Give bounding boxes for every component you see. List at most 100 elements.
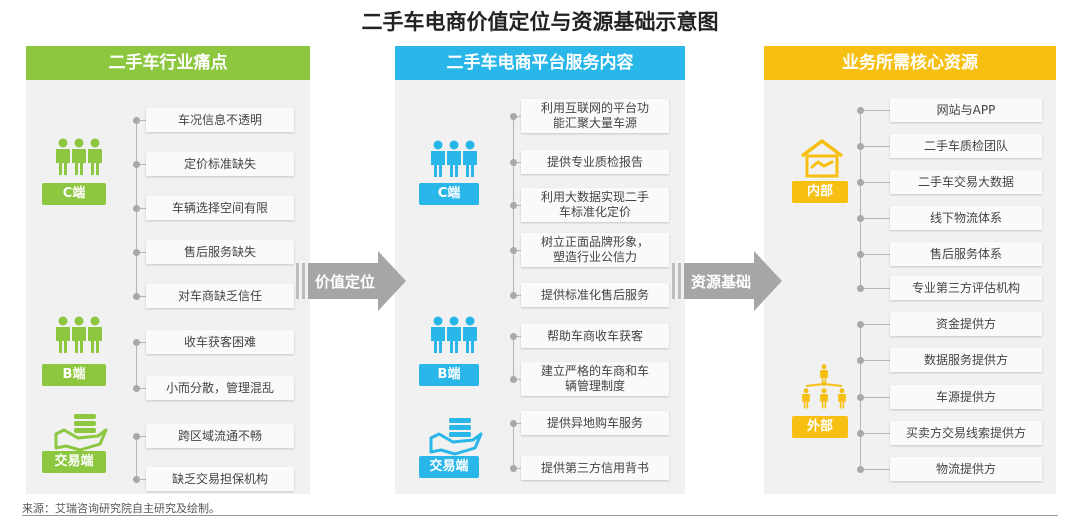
connector-dot xyxy=(133,117,140,124)
connector-dot xyxy=(133,205,140,212)
connector-branch xyxy=(136,120,146,121)
connector-dot xyxy=(857,394,864,401)
group-badge: B端 xyxy=(42,364,106,386)
connector-branch xyxy=(513,295,521,296)
list-item: 二手车交易大数据 xyxy=(890,170,1042,194)
group-badge: C端 xyxy=(42,183,106,205)
list-item: 专业第三方评估机构 xyxy=(890,276,1042,300)
connector-dot xyxy=(133,433,140,440)
connector-branch xyxy=(860,288,890,289)
hand-coins-icon xyxy=(54,412,108,456)
panel-industry-pain-points: 二手车行业痛点 C端车况信息不透明定价标准缺失车辆选择空间有限售后服务缺失对车商… xyxy=(26,46,310,494)
list-item: 利用大数据实现二手车标准化定价 xyxy=(521,188,669,222)
list-item: 提供标准化售后服务 xyxy=(521,283,669,307)
group-badge: B端 xyxy=(419,364,479,386)
connector-branch xyxy=(860,433,890,434)
connector-branch xyxy=(513,205,521,206)
connector-branch xyxy=(860,146,890,147)
list-item: 建立严格的车商和车辆管理制度 xyxy=(521,362,669,396)
list-item: 资金提供方 xyxy=(890,312,1042,336)
hand-coins-icon xyxy=(429,416,483,460)
connector-branch xyxy=(860,397,890,398)
connector-dot xyxy=(133,161,140,168)
connector-dot xyxy=(510,202,517,209)
list-item: 跨区域流通不畅 xyxy=(146,424,294,448)
connector-branch xyxy=(136,296,146,297)
list-item: 小而分散，管理混乱 xyxy=(146,376,294,400)
group-badge: 内部 xyxy=(792,181,848,203)
panel-platform-services: 二手车电商平台服务内容 C端 利用互联网的平台功能汇聚大量车源提供专业质检报告利用… xyxy=(395,46,685,494)
network-people-icon xyxy=(798,364,850,414)
connector-dot xyxy=(510,333,517,340)
connector-dot xyxy=(857,251,864,258)
list-item: 售后服务缺失 xyxy=(146,240,294,264)
connector-dot xyxy=(857,430,864,437)
connector-branch xyxy=(513,336,521,337)
page-title: 二手车电商价值定位与资源基础示意图 xyxy=(361,10,719,34)
connector-branch xyxy=(513,250,521,251)
panel-header: 业务所需核心资源 xyxy=(764,46,1056,80)
people-icon xyxy=(54,136,104,184)
list-item: 利用互联网的平台功能汇聚大量车源 xyxy=(521,99,669,133)
connector-dot xyxy=(133,385,140,392)
arrow-label-value-positioning: 价值定位 xyxy=(314,273,375,291)
connector-dot xyxy=(510,113,517,120)
connector-dot xyxy=(133,339,140,346)
list-item: 物流提供方 xyxy=(890,457,1042,481)
connector-dot xyxy=(857,143,864,150)
list-item: 树立正面品牌形象，塑造行业公信力 xyxy=(521,233,669,267)
panel-header: 二手车电商平台服务内容 xyxy=(395,46,685,80)
list-item: 提供专业质检报告 xyxy=(521,150,669,174)
list-item: 帮助车商收车获客 xyxy=(521,324,669,348)
connector-branch xyxy=(513,379,521,380)
connector-dot xyxy=(133,293,140,300)
connector-branch xyxy=(513,116,521,117)
connector-branch xyxy=(860,218,890,219)
connector-dot xyxy=(510,420,517,427)
house-handshake-icon xyxy=(798,138,846,182)
connector-dot xyxy=(133,249,140,256)
list-item: 缺乏交易担保机构 xyxy=(146,467,294,491)
group-badge: 外部 xyxy=(792,416,848,438)
list-item: 二手车质检团队 xyxy=(890,134,1042,158)
connector-dot xyxy=(510,376,517,383)
bottom-divider xyxy=(22,515,1058,516)
list-item: 数据服务提供方 xyxy=(890,348,1042,372)
list-item: 车源提供方 xyxy=(890,385,1042,409)
connector-spine xyxy=(513,423,514,468)
group-badge: 交易端 xyxy=(419,456,479,478)
connector-branch xyxy=(136,164,146,165)
connector-branch xyxy=(860,469,890,470)
connector-branch xyxy=(513,162,521,163)
connector-branch xyxy=(513,468,521,469)
connector-branch xyxy=(136,388,146,389)
list-item: 网站与APP xyxy=(890,98,1042,122)
list-item: 线下物流体系 xyxy=(890,206,1042,230)
connector-dot xyxy=(857,215,864,222)
connector-branch xyxy=(136,479,146,480)
connector-spine xyxy=(860,110,861,288)
arrow-value-positioning xyxy=(296,251,406,311)
connector-dot xyxy=(857,285,864,292)
arrow-resource-basis xyxy=(672,251,782,311)
connector-branch xyxy=(860,254,890,255)
connector-dot xyxy=(857,179,864,186)
connector-dot xyxy=(133,476,140,483)
panel-header: 二手车行业痛点 xyxy=(26,46,310,80)
list-item: 定价标准缺失 xyxy=(146,152,294,176)
connector-branch xyxy=(136,252,146,253)
connector-dot xyxy=(510,247,517,254)
connector-spine xyxy=(513,336,514,379)
people-icon xyxy=(429,314,479,362)
group-badge: C端 xyxy=(419,183,479,205)
list-item: 车辆选择空间有限 xyxy=(146,196,294,220)
connector-branch xyxy=(136,436,146,437)
connector-branch xyxy=(136,342,146,343)
list-item: 对车商缺乏信任 xyxy=(146,284,294,308)
list-item: 提供异地购车服务 xyxy=(521,411,669,435)
connector-dot xyxy=(857,107,864,114)
group-badge: 交易端 xyxy=(42,451,106,473)
connector-dot xyxy=(510,159,517,166)
connector-branch xyxy=(860,110,890,111)
connector-dot xyxy=(857,466,864,473)
